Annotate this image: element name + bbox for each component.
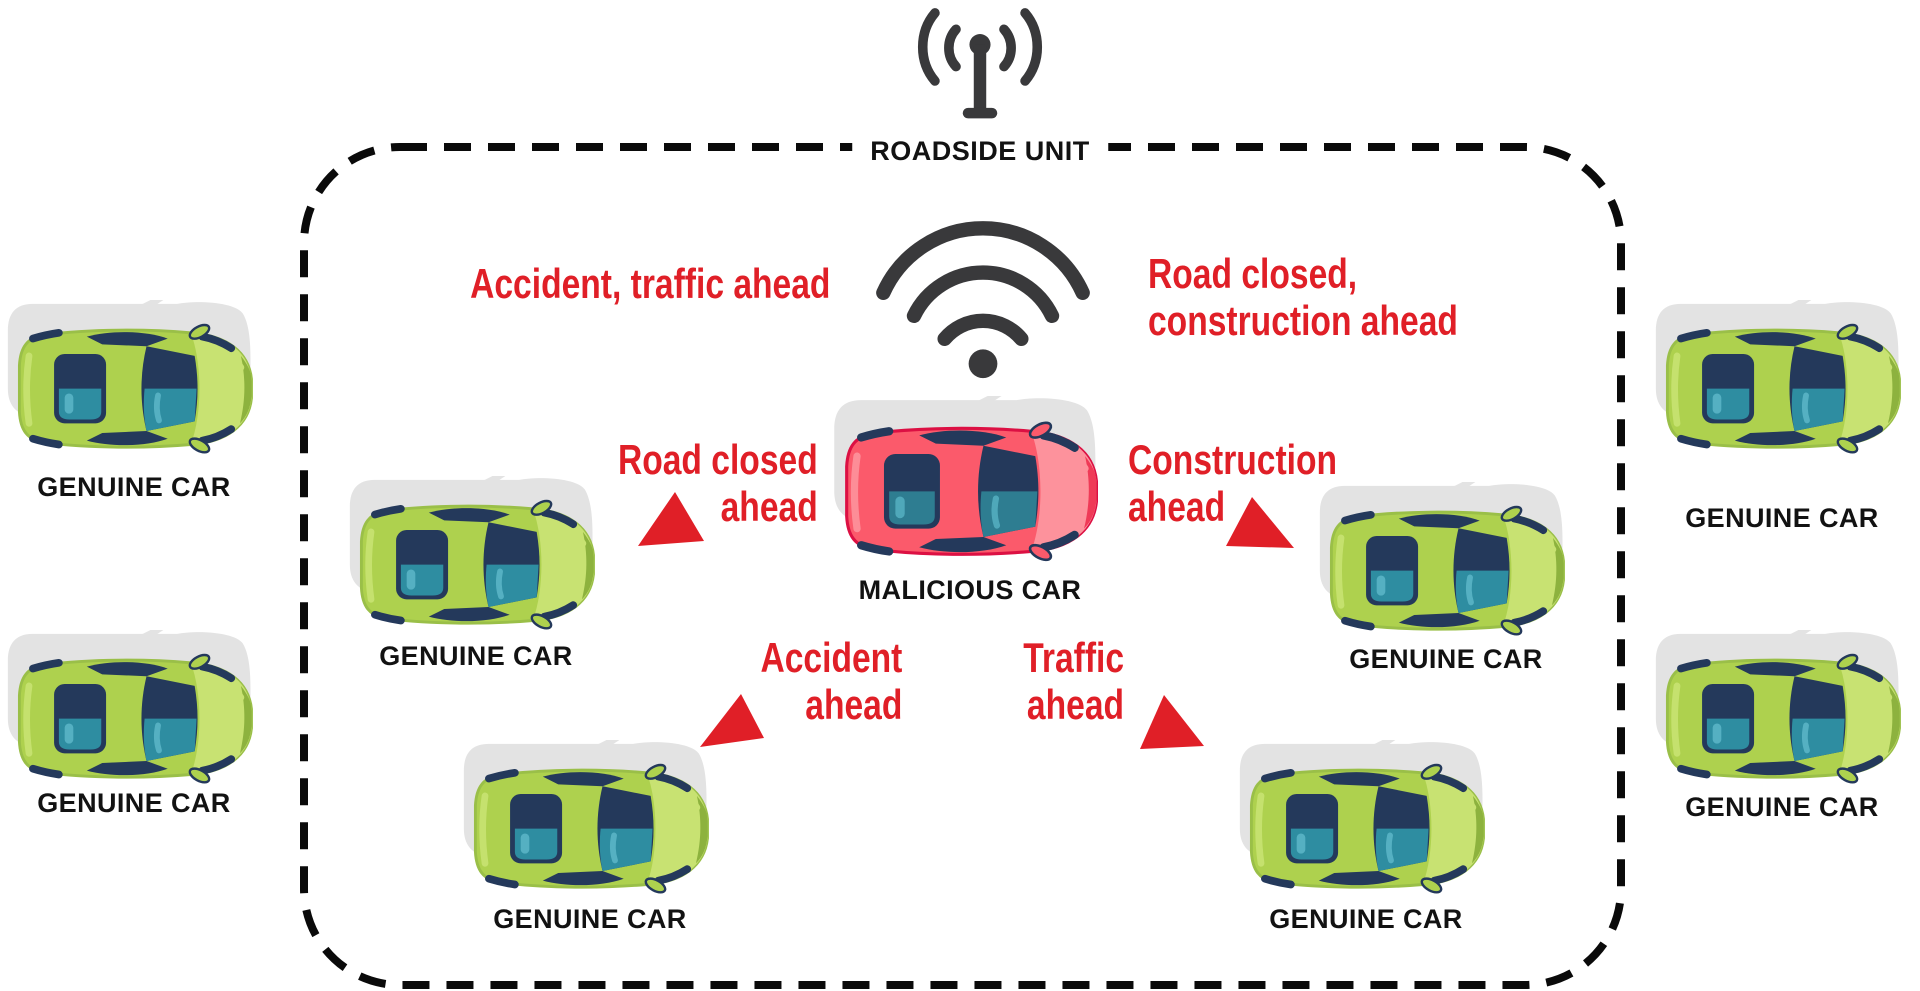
- car-top-view-illustration: [1236, 740, 1496, 899]
- genuine-car-inside-bottom-right: GENUINE CAR: [1236, 740, 1496, 935]
- car-top-view-illustration: [1652, 300, 1912, 459]
- roadside-unit-label: ROADSIDE UNIT: [852, 136, 1108, 167]
- genuine-car-outside-left-top: GENUINE CAR: [4, 300, 264, 503]
- car-label: GENUINE CAR: [37, 788, 231, 818]
- warning-triangle-icon: [1140, 695, 1204, 749]
- genuine-car-outside-right-top: GENUINE CAR: [1652, 300, 1912, 534]
- car-label: GENUINE CAR: [1685, 792, 1879, 822]
- genuine-car-outside-left-bottom: GENUINE CAR: [4, 630, 264, 819]
- alert-message-accident: Accident ahead: [760, 634, 902, 728]
- car-top-view-illustration: [346, 476, 606, 635]
- alert-message-road-closed: Road closed ahead: [618, 436, 818, 530]
- car-label: MALICIOUS CAR: [858, 575, 1082, 605]
- alert-message-rsu-right: Road closed, construction ahead: [1148, 250, 1458, 344]
- warning-triangle-icon: [700, 694, 764, 747]
- car-top-view-illustration: [4, 630, 264, 789]
- wifi-signal-icon: [876, 221, 1090, 379]
- car-top-view-illustration: [460, 740, 720, 899]
- car-label: GENUINE CAR: [493, 904, 687, 934]
- alert-message-rsu-left: Accident, traffic ahead: [469, 260, 830, 307]
- car-top-view-illustration: [4, 300, 264, 459]
- car-label: GENUINE CAR: [379, 641, 573, 671]
- car-top-view-illustration: [1652, 630, 1912, 789]
- malicious-car-center: MALICIOUS CAR: [830, 396, 1110, 606]
- car-label: GENUINE CAR: [1349, 644, 1543, 674]
- alert-message-traffic: Traffic ahead: [1023, 634, 1124, 728]
- genuine-car-inside-bottom-left: GENUINE CAR: [460, 740, 720, 935]
- car-label: GENUINE CAR: [1685, 503, 1879, 533]
- genuine-car-inside-right: GENUINE CAR: [1316, 482, 1576, 675]
- warning-triangle-icon: [1226, 497, 1294, 548]
- car-top-view-illustration: [1316, 482, 1576, 641]
- car-label: GENUINE CAR: [1269, 904, 1463, 934]
- genuine-car-outside-right-bottom: GENUINE CAR: [1652, 630, 1912, 823]
- roadside-antenna-icon: [918, 8, 1042, 119]
- car-top-view-illustration: [830, 396, 1110, 567]
- warning-triangle-icon: [638, 492, 704, 546]
- alert-message-construction: Construction ahead: [1128, 436, 1338, 530]
- car-label: GENUINE CAR: [37, 472, 231, 502]
- genuine-car-inside-left: GENUINE CAR: [346, 476, 606, 672]
